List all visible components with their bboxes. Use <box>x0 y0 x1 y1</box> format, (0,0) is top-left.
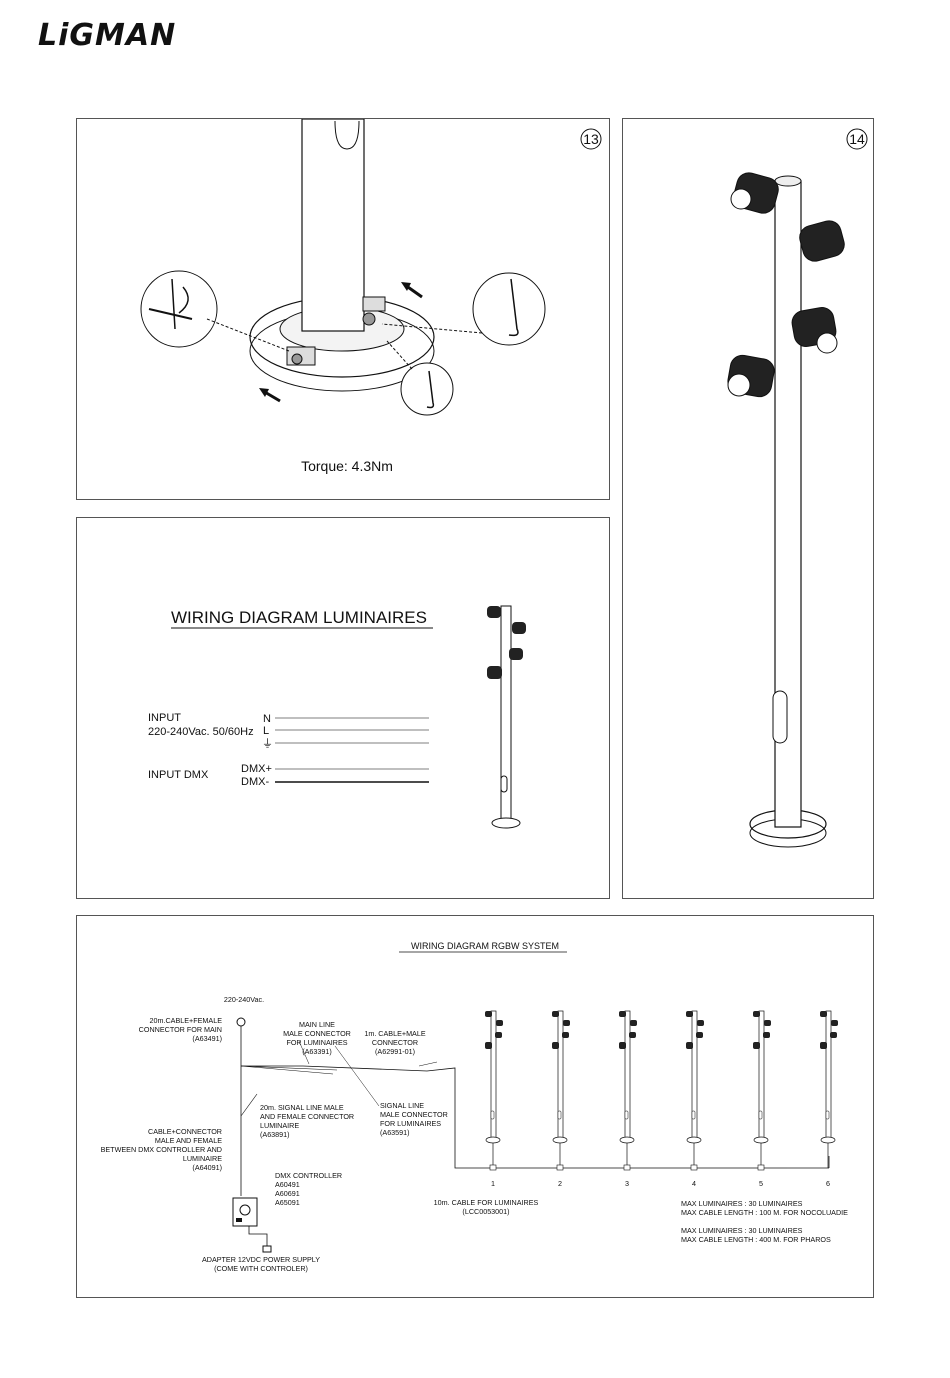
svg-text:(LCC0053001): (LCC0053001) <box>462 1207 509 1216</box>
adapter-label: ADAPTER 12VDC POWER SUPPLY (COME WITH CO… <box>202 1255 320 1273</box>
rgbw-luminaire: 4 <box>686 1010 704 1188</box>
panel-step-14: 14 <box>622 118 874 899</box>
panel-wiring-rgbw: WIRING DIAGRAM RGBW SYSTEM 220-240Vac. 2… <box>76 915 874 1298</box>
cable-male-label: 1m. CABLE+MALE CONNECTOR (A62991-01) <box>364 1029 426 1056</box>
luminaire-number: 2 <box>558 1179 562 1188</box>
svg-text:MAIN LINE: MAIN LINE <box>299 1020 335 1029</box>
wiring-luminaires-title: WIRING DIAGRAM LUMINAIRES <box>171 608 427 627</box>
luminaire-number: 5 <box>759 1179 763 1188</box>
supply-label: 220-240Vac. <box>224 995 264 1004</box>
svg-text:MAX LUMINAIRES : 30 LUMINAIRES: MAX LUMINAIRES : 30 LUMINAIRES <box>681 1226 803 1235</box>
main-line-label: MAIN LINE MALE CONNECTOR FOR LUMINAIRES … <box>283 1020 351 1056</box>
dmx-controller-label: DMX CONTROLLER A60491 A60691 A65091 <box>275 1171 342 1207</box>
svg-text:BETWEEN DMX CONTROLLER AND: BETWEEN DMX CONTROLLER AND <box>101 1145 222 1154</box>
panel-wiring-luminaires: WIRING DIAGRAM LUMINAIRES INPUT 220-240V… <box>76 517 610 899</box>
step-number-13: 13 <box>583 131 599 147</box>
svg-text:(A63591): (A63591) <box>380 1128 410 1137</box>
luminaire-number: 3 <box>625 1179 629 1188</box>
svg-text:LUMINAIRE: LUMINAIRE <box>183 1154 222 1163</box>
luminaire-number: 4 <box>692 1179 696 1188</box>
rgbw-system-diagram: WIRING DIAGRAM RGBW SYSTEM 220-240Vac. 2… <box>101 941 849 1273</box>
input-dmx-label: INPUT DMX <box>148 769 209 781</box>
svg-text:LUMINAIRE: LUMINAIRE <box>260 1121 299 1130</box>
rgbw-luminaire: 1 <box>485 1010 503 1188</box>
svg-text:10m. CABLE FOR LUMINAIRES: 10m. CABLE FOR LUMINAIRES <box>434 1198 539 1207</box>
svg-text:20m. SIGNAL LINE MALE: 20m. SIGNAL LINE MALE <box>260 1103 344 1112</box>
svg-text:(A63391): (A63391) <box>302 1047 332 1056</box>
svg-text:MAX LUMINAIRES : 30 LUMINAIRES: MAX LUMINAIRES : 30 LUMINAIRES <box>681 1199 803 1208</box>
main-cable-label: 20m.CABLE+FEMALE CONNECTOR FOR MAIN (A63… <box>139 1016 223 1043</box>
svg-text:A60691: A60691 <box>275 1189 300 1198</box>
step-number-14: 14 <box>849 131 865 147</box>
rgbw-luminaire: 5 <box>753 1010 771 1188</box>
dmx-minus: DMX- <box>241 776 269 788</box>
rgbw-luminaire: 6 <box>820 1010 838 1188</box>
svg-text:DMX CONTROLLER: DMX CONTROLLER <box>275 1171 342 1180</box>
signal-line-cable-label: 20m. SIGNAL LINE MALE AND FEMALE CONNECT… <box>260 1103 354 1139</box>
luminaire-number: 6 <box>826 1179 830 1188</box>
svg-text:(A63891): (A63891) <box>260 1130 290 1139</box>
earth-icon: ⏚ <box>262 737 273 750</box>
assembled-luminaire-illustration: 14 <box>727 128 868 848</box>
svg-text:MALE CONNECTOR: MALE CONNECTOR <box>380 1110 448 1119</box>
luminaire-number: 1 <box>491 1179 495 1188</box>
terminal-l: L <box>263 725 269 737</box>
svg-text:MAX CABLE LENGTH : 100 M. FOR: MAX CABLE LENGTH : 100 M. FOR NOCOLUADIE <box>681 1208 848 1217</box>
svg-text:A60491: A60491 <box>275 1180 300 1189</box>
max-pharos-label: MAX LUMINAIRES : 30 LUMINAIRES MAX CABLE… <box>681 1226 831 1244</box>
rgbw-title: WIRING DIAGRAM RGBW SYSTEM <box>411 941 559 951</box>
panel-step-13: 13 Torque: 4.3Nm <box>76 118 610 500</box>
svg-text:1m. CABLE+MALE: 1m. CABLE+MALE <box>364 1029 426 1038</box>
signal-line-connector-label: SIGNAL LINE MALE CONNECTOR FOR LUMINAIRE… <box>380 1101 448 1137</box>
cable-connector-label: CABLE+CONNECTOR MALE AND FEMALE BETWEEN … <box>101 1127 223 1172</box>
cable-luminaires-label: 10m. CABLE FOR LUMINAIRES (LCC0053001) <box>434 1198 539 1216</box>
svg-text:(A63491): (A63491) <box>192 1034 222 1043</box>
rgbw-luminaire: 2 <box>552 1010 570 1188</box>
base-install-illustration: 13 Torque: 4.3Nm <box>140 119 602 474</box>
svg-text:MALE AND FEMALE: MALE AND FEMALE <box>155 1136 222 1145</box>
torque-label: Torque: 4.3Nm <box>301 458 393 474</box>
dmx-plus: DMX+ <box>241 763 272 775</box>
svg-text:A65091: A65091 <box>275 1198 300 1207</box>
svg-text:20m.CABLE+FEMALE: 20m.CABLE+FEMALE <box>149 1016 222 1025</box>
svg-text:ADAPTER 12VDC POWER SUPPLY: ADAPTER 12VDC POWER SUPPLY <box>202 1255 320 1264</box>
svg-text:MALE CONNECTOR: MALE CONNECTOR <box>283 1029 351 1038</box>
wiring-luminaires-diagram: WIRING DIAGRAM LUMINAIRES INPUT 220-240V… <box>148 605 526 829</box>
svg-text:FOR LUMINAIRES: FOR LUMINAIRES <box>380 1119 441 1128</box>
svg-text:(A62991-01): (A62991-01) <box>375 1047 415 1056</box>
svg-text:MAX CABLE LENGTH : 400 M. FOR: MAX CABLE LENGTH : 400 M. FOR PHAROS <box>681 1235 831 1244</box>
brand-logo: LiGMAN <box>38 18 177 53</box>
svg-text:CONNECTOR: CONNECTOR <box>372 1038 418 1047</box>
max-nocoluadie-label: MAX LUMINAIRES : 30 LUMINAIRES MAX CABLE… <box>681 1199 848 1217</box>
terminal-n: N <box>263 713 271 725</box>
rgbw-luminaire: 3 <box>619 1010 637 1188</box>
svg-text:CABLE+CONNECTOR: CABLE+CONNECTOR <box>148 1127 222 1136</box>
svg-text:AND FEMALE CONNECTOR: AND FEMALE CONNECTOR <box>260 1112 354 1121</box>
svg-text:(COME WITH CONTROLER): (COME WITH CONTROLER) <box>214 1264 308 1273</box>
svg-text:CONNECTOR FOR MAIN: CONNECTOR FOR MAIN <box>139 1025 222 1034</box>
input-label: INPUT <box>148 712 181 724</box>
svg-text:FOR LUMINAIRES: FOR LUMINAIRES <box>286 1038 347 1047</box>
svg-text:(A64091): (A64091) <box>192 1163 222 1172</box>
svg-text:SIGNAL LINE: SIGNAL LINE <box>380 1101 424 1110</box>
input-voltage: 220-240Vac. 50/60Hz <box>148 726 254 738</box>
